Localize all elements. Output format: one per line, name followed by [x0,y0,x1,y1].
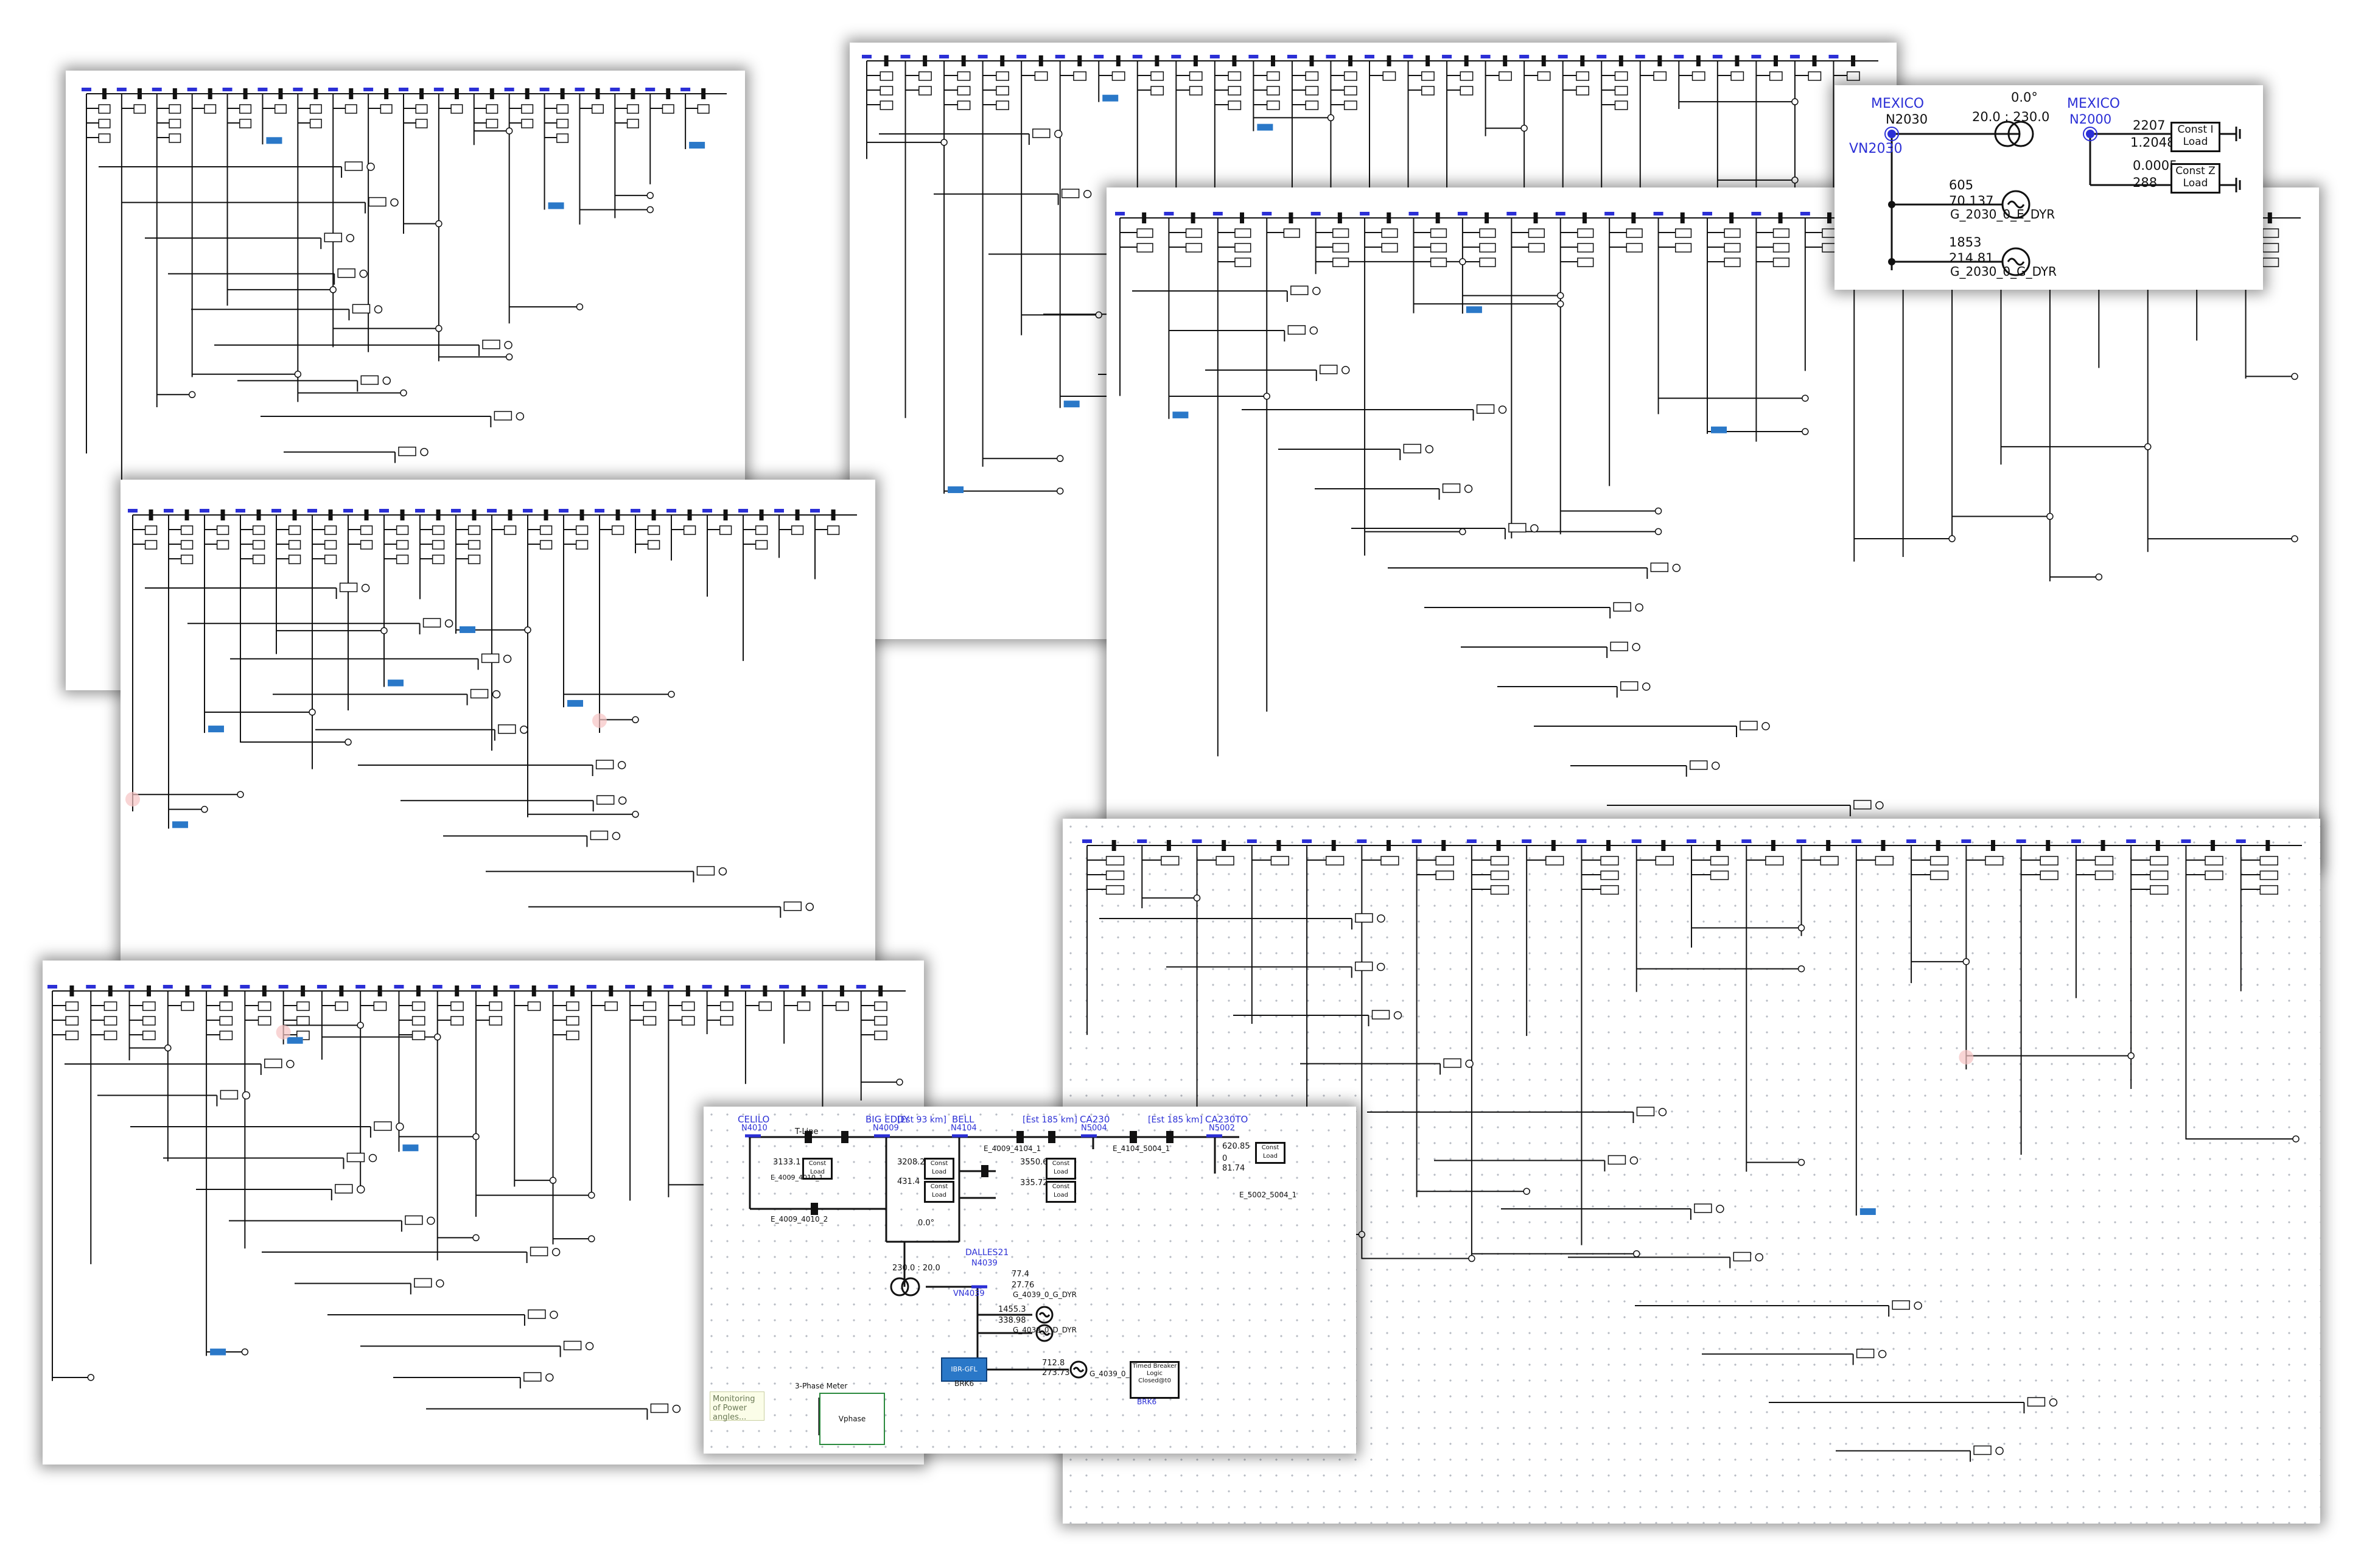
val-2737: 273.73 [1042,1368,1070,1377]
meter-vphase-label: Vphase [838,1415,866,1423]
gen1-name: G_2030_0_E_DYR [1950,207,2055,222]
const-i-load-box[interactable]: Const I Load [2170,122,2220,152]
const-z-label: Const Z [2175,165,2216,177]
val-0: 0 [1222,1154,1228,1163]
bus-ca230to-id: N5002 [1209,1124,1235,1133]
schematic-window-4[interactable] [1107,187,2319,869]
schematic-4-drawing [1115,212,2301,816]
const-load-label: Const Load [930,1160,948,1175]
bus-ca230-id: N5004 [1081,1124,1107,1133]
detail-window-dalles[interactable]: CELILO N4010 BIG EDDY N4009 T-Line [Est … [704,1107,1356,1454]
gen-4039-g: G_4039_0_G_DYR [1013,1290,1077,1299]
val-14553: 1455.3 [998,1305,1026,1314]
detail-dalles-wires [745,1131,1239,1435]
gen2-name: G_2030_0_G_DYR [1950,264,2057,279]
load2-value: 0.0005 [2133,158,2178,173]
const-i-load-label: Load [2183,136,2208,148]
load1-sub: 1.2048 [2130,135,2175,150]
mexico-right-bus: N2000 [2069,112,2112,127]
bus-dalles-v: VN4039 [953,1289,985,1298]
bus-dalles-id: N4039 [971,1259,998,1268]
bus-dalles-name: DALLES21 [965,1248,1009,1258]
const-i-label: Const I [2177,124,2214,136]
timed-breaker-label: Timed Breaker Logic Closed@t0 [1132,1363,1177,1384]
val-774: 77.4 [1012,1270,1029,1279]
line-est-185-a: [Est 185 km] [1023,1115,1077,1125]
const-load-bigeddy-2: Const Load [924,1181,954,1203]
bus-ca230-name: CA230 [1080,1114,1110,1125]
schematic-window-3[interactable] [121,480,875,967]
ibr-gfl-device[interactable]: IBR-GFL [941,1357,987,1382]
power-angle-note: Monitoring of Power angles... [710,1391,764,1422]
gen2-q: 214.81 [1949,251,1994,265]
val-7128: 712.8 [1042,1359,1065,1368]
bus-celilo-id: N4010 [741,1124,768,1133]
val-31331: 3133.1 [773,1158,801,1167]
brk6-label: BRK6 [954,1379,974,1388]
line-5002-5004: E_5002_5004_1 [1239,1191,1297,1199]
const-load-label: Const Load [1052,1160,1070,1175]
val-62085: 620.85 [1222,1142,1250,1151]
schematic-5-drawing [47,985,906,1420]
const-load-ca230to: Const Load [1255,1142,1285,1164]
detail-mexico-wires [1884,121,2241,276]
brk6-label-b: BRK6 [1137,1398,1157,1406]
line-est-93: [Est 93 km] [897,1115,947,1125]
timed-breaker-box[interactable]: Timed Breaker Logic Closed@t0 [1130,1361,1180,1399]
const-load-bell-2: Const Load [1046,1181,1076,1203]
load1-value: 2207 [2133,118,2166,133]
xfmr-angle-top: 0.0° [2011,90,2038,105]
bus-bell-name: BELL [952,1114,974,1125]
bus-bigeddy-id: N4009 [873,1124,899,1133]
val-8174: 81.74 [1222,1164,1245,1173]
bus-bigeddy-name: BIG EDDY [866,1114,910,1125]
const-z-load-box[interactable]: Const Z Load [2170,163,2220,194]
gen-4039-w: G_4039_0_W [1090,1370,1137,1378]
val-35506: 3550.6 [1020,1158,1048,1167]
line-est-185-b: [Est 185 km] [1148,1115,1203,1125]
const-load-label: Const Load [1052,1183,1070,1199]
val-3389: 338.98 [998,1316,1026,1325]
meter-title: 3-Phase Meter [795,1382,848,1390]
line-4009-4010-1: E_4009_4010_1 [771,1174,824,1181]
gen-4039-d: G_4039_0_D_DYR [1013,1326,1077,1334]
gen1-p: 605 [1949,178,1974,192]
const-load-bell-1: Const Load [1046,1158,1076,1180]
three-phase-meter[interactable]: Vphase [819,1393,885,1445]
line-4104-5004: E_4104_5004_1 [1113,1144,1170,1153]
ibr-gfl-label: IBR-GFL [951,1365,978,1373]
gen2-p: 1853 [1949,235,1982,250]
val-33572: 335.72 [1020,1178,1048,1188]
const-load-label: Const Load [930,1183,948,1199]
const-load-label: Const Load [808,1160,827,1175]
mexico-right-area: MEXICO [2067,96,2121,111]
xfmr-angle: 0.0° [918,1219,935,1228]
bus-celilo-name: CELILO [738,1114,770,1125]
xfmr-ratio: 230.0 : 20.0 [892,1264,940,1273]
mexico-left-bus: N2030 [1886,112,1928,127]
mexico-left-area: MEXICO [1871,96,1925,111]
val-2776: 27.76 [1012,1281,1035,1290]
const-z-load-label: Load [2183,177,2208,189]
tline-label: T-Line [795,1127,819,1136]
line-4009-4010-2: E_4009_4010_2 [771,1215,828,1223]
load2-sub: 288 [2133,175,2158,190]
mexico-left-voltage: VN2030 [1849,141,1903,156]
xfmr-ratio-top: 20.0 : 230.0 [1972,110,2050,124]
val-4314: 431.4 [897,1177,920,1186]
bus-bell-id: N4104 [951,1124,977,1133]
bus-ca230to-name: CA230TO [1205,1114,1248,1125]
gen1-q: 70.137 [1949,194,1994,208]
const-load-celilo: Const Load [802,1158,833,1180]
line-4009-4104: E_4009_4104_1 [984,1144,1041,1153]
val-32082: 3208.2 [897,1158,925,1167]
const-load-label: Const Load [1261,1144,1279,1160]
schematic-3-drawing [125,509,857,918]
const-load-bigeddy-1: Const Load [924,1158,954,1180]
detail-window-mexico[interactable]: MEXICO N2030 VN2030 0.0° 20.0 : 230.0 ME… [1835,85,2263,290]
